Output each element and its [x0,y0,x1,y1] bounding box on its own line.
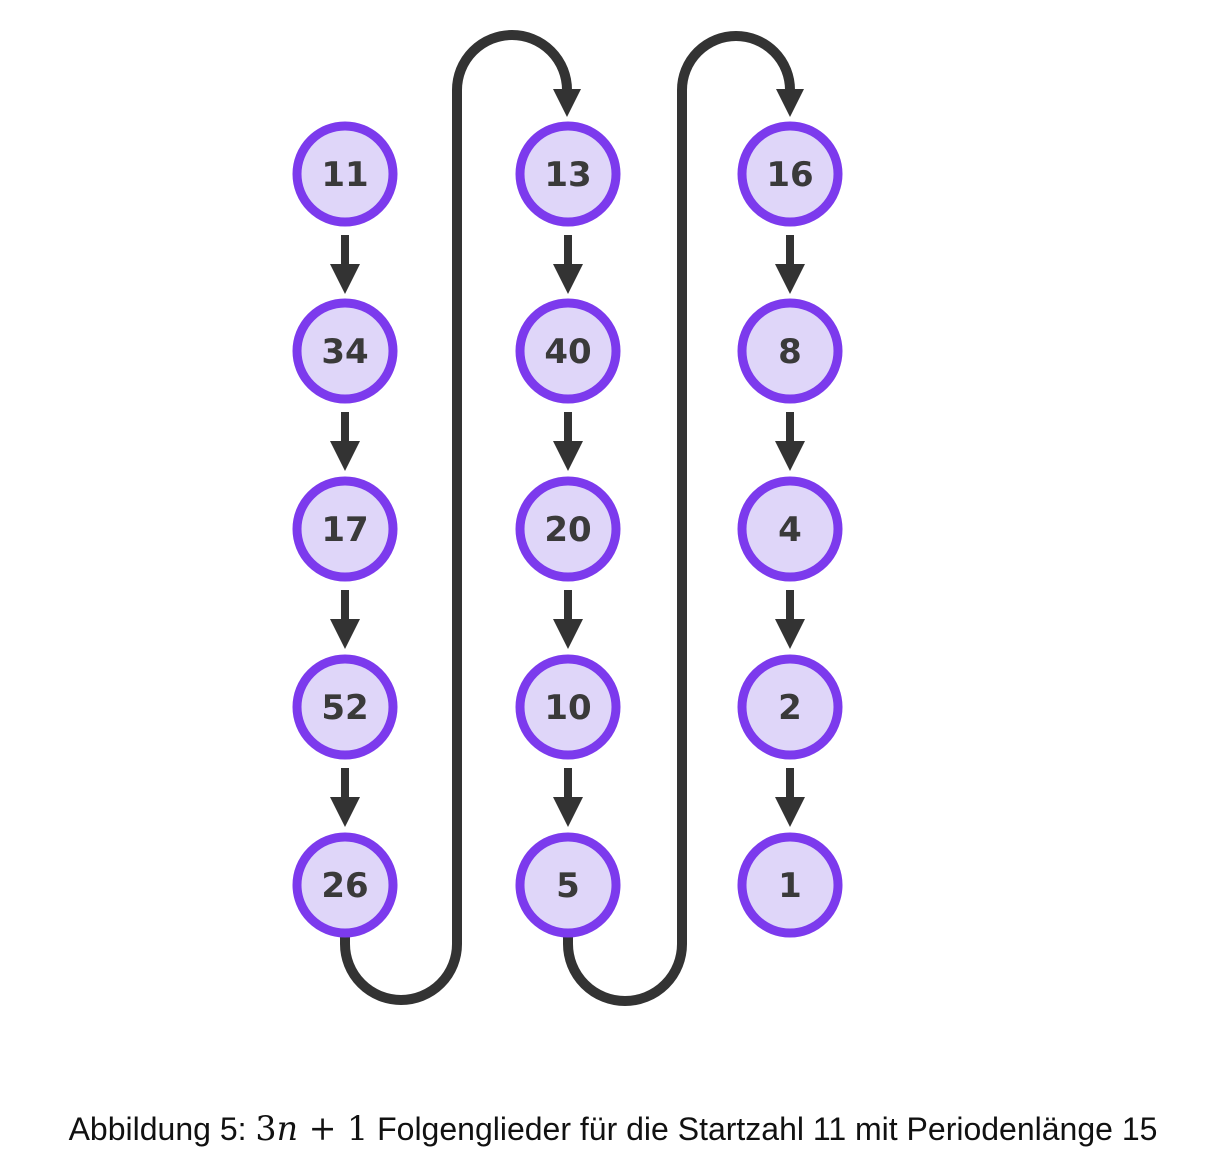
sequence-node: 20 [515,476,621,582]
arrowhead-icon [775,619,805,649]
down-arrow [553,590,583,649]
down-arrow [553,768,583,827]
node-circle [515,298,621,404]
sequence-node: 2 [737,654,843,760]
node-value: 13 [544,155,591,195]
node-circle [292,476,398,582]
formula-coefficient: 3 [255,1109,277,1148]
node-value: 34 [321,332,368,372]
arrowhead-icon [775,264,805,294]
down-arrow [330,590,360,649]
node-value: 1 [778,866,802,906]
node-value: 4 [778,510,802,550]
node-circle [292,298,398,404]
sequence-node: 5 [515,832,621,938]
node-circle [292,832,398,938]
down-arrow [553,412,583,471]
node-circle [737,121,843,227]
sequence-node: 40 [515,298,621,404]
arrowhead-icon [553,619,583,649]
down-arrow [775,412,805,471]
node-value: 17 [321,510,368,550]
arrowhead-icon [330,797,360,827]
formula-variable: n [276,1109,298,1148]
sequence-node: 1 [737,832,843,938]
node-circle [737,476,843,582]
diagram-canvas: 11 34 17 52 26 13 40 20 [292,30,843,1006]
arrowhead-icon [775,797,805,827]
wrap-connector-col1-col2 [340,30,581,1005]
arrowhead-icon [553,797,583,827]
sequence-node: 4 [737,476,843,582]
sequence-node: 16 [737,121,843,227]
down-arrow [553,235,583,294]
sequence-node: 11 [292,121,398,227]
caption-prefix: Abbildung 5: [68,1111,247,1147]
sequence-node: 10 [515,654,621,760]
formula-operator-suffix: + 1 [308,1109,369,1148]
arrowhead-icon [553,264,583,294]
node-circle [292,121,398,227]
node-circle [737,298,843,404]
arrowhead-icon [330,619,360,649]
arrowhead-icon [775,441,805,471]
down-arrow [775,768,805,827]
wrap-connector-path [340,30,572,1005]
figure-caption: Abbildung 5: 3n + 1 Folgenglieder für di… [0,1108,1226,1150]
caption-description: Folgenglieder für die Startzahl 11 mit P… [377,1111,1158,1147]
node-circle [737,654,843,760]
sequence-node: 34 [292,298,398,404]
node-circle [515,121,621,227]
arrowhead-icon [553,441,583,471]
down-arrow [330,235,360,294]
node-circle [737,832,843,938]
sequence-node: 8 [737,298,843,404]
arrowhead-icon [330,264,360,294]
node-value: 16 [766,155,813,195]
node-circle [515,832,621,938]
node-value: 10 [544,688,591,728]
down-arrow [330,412,360,471]
sequence-node: 26 [292,832,398,938]
caption-formula: 3n + 1 [255,1109,368,1148]
node-value: 2 [778,688,802,728]
down-arrow [330,768,360,827]
wrap-connector-col2-col3 [563,31,804,1006]
arrowhead-icon [553,89,581,117]
node-circle [515,476,621,582]
node-value: 11 [321,155,368,195]
sequence-node: 13 [515,121,621,227]
node-value: 20 [544,510,591,550]
down-arrow [775,590,805,649]
sequence-node: 52 [292,654,398,760]
sequence-node: 17 [292,476,398,582]
node-value: 40 [544,332,591,372]
node-circle [515,654,621,760]
arrowhead-icon [776,89,804,117]
node-value: 52 [321,688,368,728]
node-value: 26 [321,866,368,906]
node-value: 8 [778,332,802,372]
wrap-connector-path [563,31,795,1006]
node-value: 5 [556,866,580,906]
node-circle [292,654,398,760]
arrowhead-icon [330,441,360,471]
down-arrow [775,235,805,294]
